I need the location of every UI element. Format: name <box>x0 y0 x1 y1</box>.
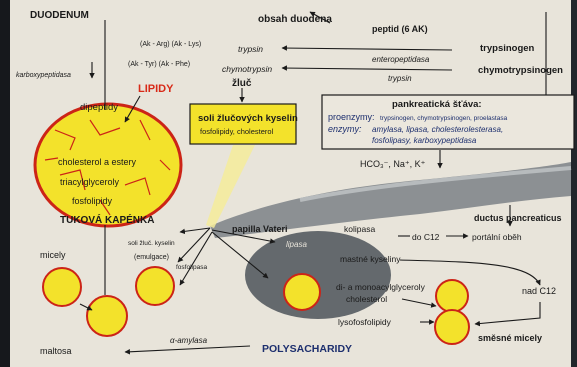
label-ak-arg-lys: (Ak - Arg) (Ak - Lys) <box>140 41 201 48</box>
label-chymotrypsinogen: chymotrypsinogen <box>478 65 563 76</box>
label-lipidy: LIPIDY <box>138 83 174 95</box>
label-ak-tyr-phe: (Ak - Tyr) (Ak - Phe) <box>128 61 190 68</box>
pancreas-enzymy-label: enzymy: <box>328 124 362 134</box>
pancreas-enzymy-2: fosfolipasy, karboxypeptidasa <box>372 136 477 145</box>
bile-box-line1: soli žlučových kyselin <box>198 113 298 124</box>
droplet-label: TUKOVÁ KAPÉNKA <box>60 213 154 226</box>
droplet-line3: fosfolipidy <box>72 196 113 206</box>
micelle-in-pool <box>284 274 320 310</box>
label-peptid: peptid (6 AK) <box>372 24 428 34</box>
left-dark-edge <box>0 0 10 367</box>
micelle-left <box>43 268 81 306</box>
label-papilla: papilla Vateri <box>232 224 288 234</box>
header-obsah: obsah duodena <box>258 14 332 25</box>
label-kolipasa: kolipasa <box>344 224 375 234</box>
label-lipasa: lipasa <box>286 240 307 249</box>
label-soli-kyselin: soli žluč. kyselin <box>128 240 175 247</box>
label-micely: micely <box>40 250 66 260</box>
product-mastne: mastné kyseliny <box>340 254 401 264</box>
product-diamono: di- a monoacylglyceroly <box>336 282 426 292</box>
mixed-micelle-2 <box>435 310 469 344</box>
pancreas-title: pankreatická šťáva: <box>392 99 482 110</box>
label-karboxypeptidasa: karboxypeptidasa <box>16 72 71 79</box>
label-amylasa: α-amylasa <box>170 336 208 345</box>
product-lysofosfolipidy: lysofosfolipidy <box>338 317 392 327</box>
label-ductus: ductus pancreaticus <box>474 213 562 223</box>
title-duodenum: DUODENUM <box>30 10 89 21</box>
right-dark-edge <box>571 0 577 367</box>
label-enteropeptidasa: enteropeptidasa <box>372 55 430 64</box>
label-dipeptidy: dipeptidy <box>80 102 118 113</box>
label-trypsin-small: trypsin <box>388 74 412 83</box>
pancreas-proenzymy: trypsinogen, chymotrypsinogen, proelasta… <box>380 115 508 122</box>
pancreas-proenzymy-label: proenzymy: <box>328 112 375 122</box>
mixed-micelle-1 <box>436 280 468 312</box>
label-trypsin: trypsin <box>238 44 263 54</box>
label-chymotrypsin: chymotrypsin <box>222 64 272 74</box>
label-trypsinogen: trypsinogen <box>480 43 535 54</box>
label-nad-c12: nad C12 <box>522 286 556 296</box>
label-portal: portální oběh <box>472 232 522 242</box>
label-do-c12: do C12 <box>412 232 440 242</box>
product-cholesterol: cholesterol <box>346 294 387 304</box>
label-ions: HCO₃⁻, Na⁺, K⁺ <box>360 159 426 169</box>
droplet-line1: cholesterol a estery <box>58 157 137 167</box>
micelle-center-left <box>87 296 127 336</box>
label-maltosa: maltosa <box>40 346 72 356</box>
bile-salts-box <box>190 104 296 144</box>
label-polysacharidy: POLYSACHARIDY <box>262 343 352 355</box>
label-zluc: žluč <box>232 78 252 89</box>
label-smesne-micely: směsné micely <box>478 333 542 343</box>
pancreas-enzymy-1: amylasa, lipasa, cholesterolesterasa, <box>372 125 503 134</box>
droplet-line2: triacylglyceroly <box>60 177 120 187</box>
lipase-pool <box>245 231 391 319</box>
label-fosfolipasa: fosfolipasa <box>176 264 207 271</box>
bile-box-line2: fosfolipidy, cholesterol <box>200 127 274 136</box>
label-emulgace: (emulgace) <box>134 254 169 261</box>
micelle-emulsified <box>136 267 174 305</box>
